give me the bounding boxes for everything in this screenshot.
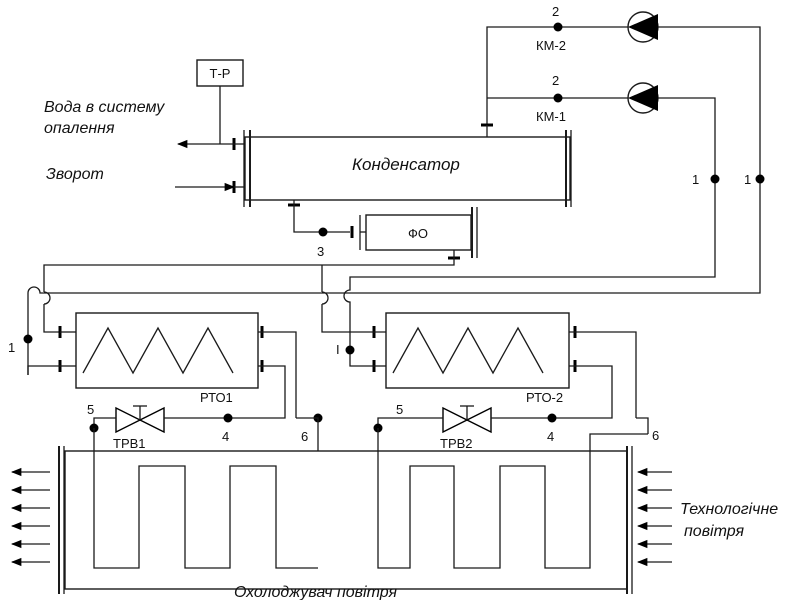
valve2-outlet-label: 4 — [547, 429, 554, 444]
expansion-valve-1 — [115, 405, 165, 434]
discharge-line-km2 — [486, 26, 628, 125]
node-right-2-label: 1 — [744, 172, 751, 187]
km1-node — [553, 93, 563, 103]
water-to-heating-label: Вода в систему — [44, 99, 165, 116]
air-in-arrows — [636, 467, 672, 567]
process-air-label-2: повітря — [684, 523, 744, 540]
valve2-label: ТРВ2 — [440, 436, 473, 451]
air-cooler-coil-2 — [377, 428, 648, 569]
evaporator-2 — [385, 312, 570, 389]
node-right-1 — [710, 174, 720, 184]
valve1-inlet-label: 5 — [87, 402, 94, 417]
evaporator-1 — [75, 312, 259, 389]
air-cooler — [58, 446, 633, 594]
compressor-km1 — [627, 82, 659, 114]
km2-node — [553, 22, 563, 32]
condenser — [243, 130, 572, 207]
air-out-arrows — [10, 467, 50, 567]
km2-label: КМ-2 — [536, 38, 566, 53]
evaporator-2-label: РТО-2 — [526, 390, 563, 405]
evap1-out-label: 6 — [301, 429, 308, 444]
node-left-1 — [23, 334, 33, 344]
suction-line-km2 — [27, 26, 761, 375]
valve2-inlet-label: 5 — [396, 402, 403, 417]
km1-node-label: 2 — [552, 73, 559, 88]
water-to-heating-label-2: опалення — [44, 120, 115, 137]
km1-label: КМ-1 — [536, 109, 566, 124]
process-air-label: Технологічне — [680, 501, 778, 518]
oil-separator — [359, 207, 478, 258]
condenser-label: Конденсатор — [352, 155, 460, 174]
node-3 — [318, 227, 328, 237]
evaporator-1-label: РТО1 — [200, 390, 233, 405]
valve1-label: ТРВ1 — [113, 436, 146, 451]
valve2-outlet-node — [547, 413, 557, 423]
node-right-2 — [755, 174, 765, 184]
node-mid — [345, 345, 355, 355]
oil-separator-label: ФО — [408, 226, 428, 241]
node-right-1-label: 1 — [692, 172, 699, 187]
expansion-valve-2 — [442, 405, 492, 434]
pressure-relay-label: Т-Р — [210, 66, 231, 81]
liquid-line — [43, 250, 455, 292]
air-cooler-coil-1 — [93, 428, 318, 569]
compressor-km2 — [627, 11, 659, 43]
node-left-1-label: 1 — [8, 340, 15, 355]
return-label: Зворот — [46, 166, 104, 183]
evap2-out-label: 6 — [652, 428, 659, 443]
node-mid-label: I — [336, 342, 340, 357]
node-3-label: 3 — [317, 244, 324, 259]
km2-node-label: 2 — [552, 4, 559, 19]
air-cooler-label: Охолоджувач повітря — [234, 584, 397, 600]
valve1-outlet-label: 4 — [222, 429, 229, 444]
valve1-outlet-node — [223, 413, 233, 423]
